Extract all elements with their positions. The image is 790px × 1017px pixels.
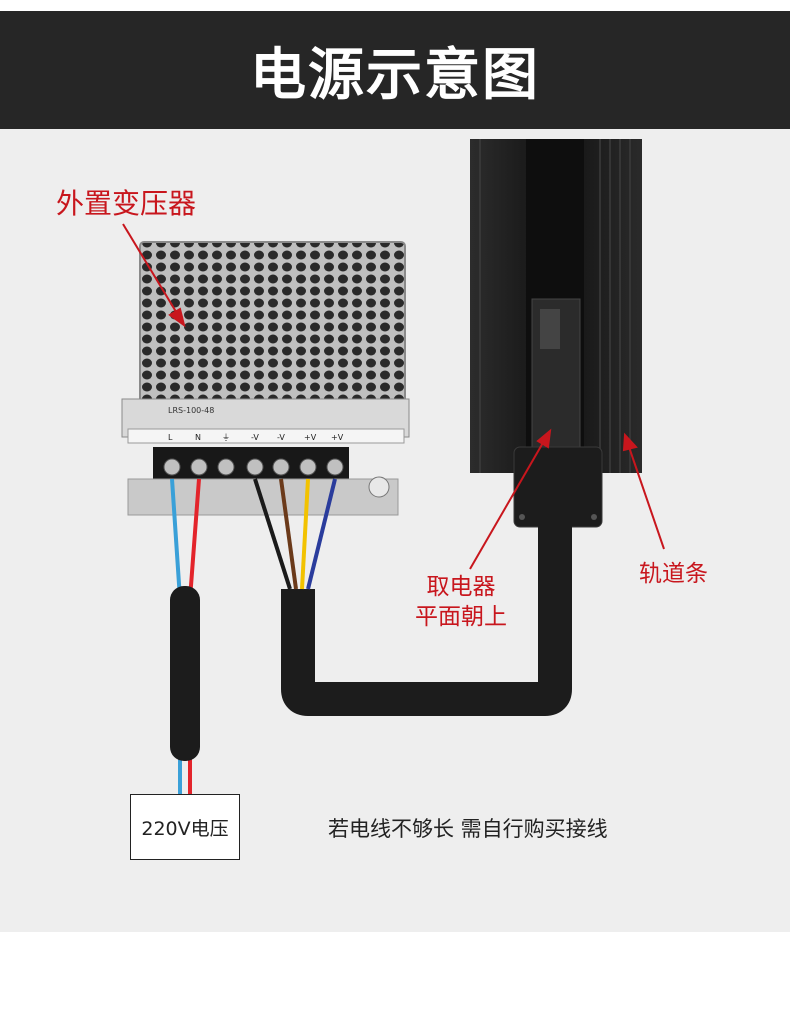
pickup-label-line1: 取电器: [426, 574, 496, 600]
psu-terminal-label: +V: [331, 433, 344, 442]
pickup-label: 取电器 平面朝上: [400, 572, 522, 632]
pickup-label-line2: 平面朝上: [415, 604, 507, 630]
diagram-illustration: LRS-100-48L N ⏚ -V -V +V +V: [121, 139, 665, 794]
header-bar: 电源示意图: [0, 11, 790, 129]
power-supply: [121, 241, 410, 516]
voltage-box: 220V电压: [130, 794, 240, 860]
cable-note: 若电线不够长 需自行购买接线: [328, 817, 608, 841]
voltage-label: 220V电压: [141, 817, 229, 840]
pickup-connector: [513, 298, 603, 528]
page-title: 电源示意图: [250, 42, 540, 108]
psu-terminal-label: -V: [277, 433, 285, 442]
psu-terminal-label: L: [168, 433, 173, 442]
input-cable-sleeve: [170, 586, 200, 761]
psu-terminal-label: +V: [304, 433, 317, 442]
main-cable: [281, 509, 572, 716]
transformer-label: 外置变压器: [56, 187, 197, 220]
psu-terminal-label: N: [195, 433, 201, 442]
psu-terminal-label: -V: [251, 433, 259, 442]
track-label: 轨道条: [639, 561, 708, 587]
annotation-arrows: [122, 223, 665, 570]
output-wires: [253, 478, 337, 590]
terminal-screws: [163, 458, 344, 476]
psu-terminal-label: ⏚: [222, 433, 230, 442]
psu-model-label: LRS-100-48: [168, 406, 214, 415]
